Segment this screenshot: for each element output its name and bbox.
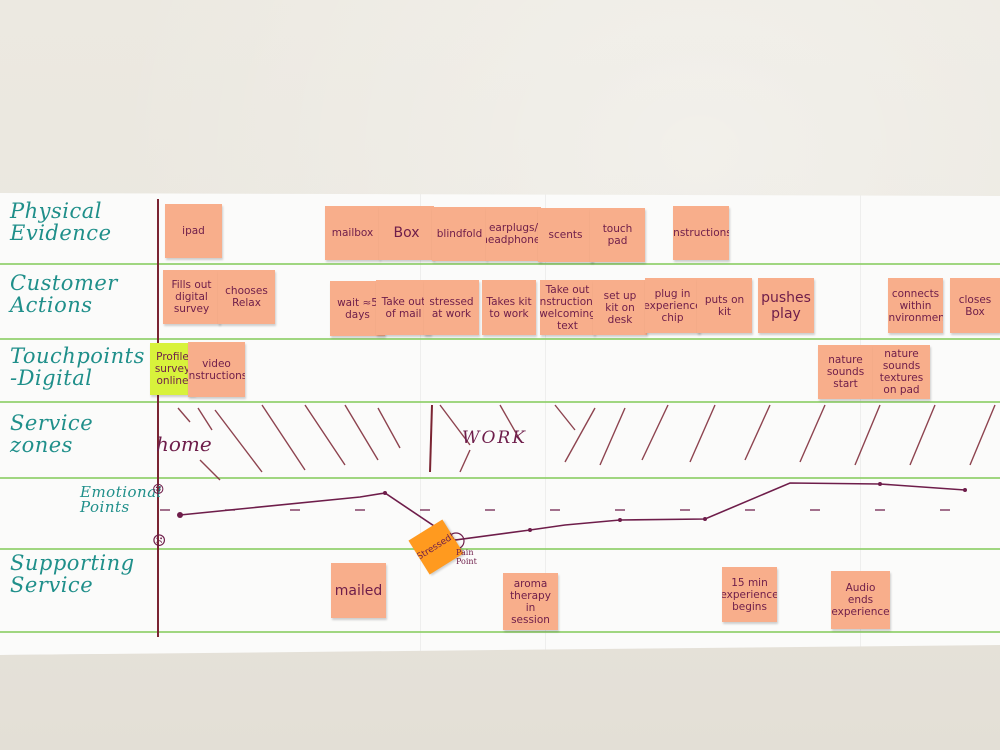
sticky-note-touchpoint: nature sounds textures on pad [873,345,930,399]
sticky-note-physical: mailbox [325,206,380,260]
sad-face-icon: ☹ [152,531,167,550]
sticky-note-physical: Box [379,206,434,260]
paper-seam [860,193,861,655]
sticky-note-supporting: Audio ends experience [831,571,890,629]
zone-label-work: WORK [462,428,527,448]
sticky-note-customer-action: closes Box [950,278,1000,333]
lane-divider-vertical [157,199,159,637]
sticky-note-customer-action: Take out of mail [376,280,431,335]
pain-point-label: Pain Point [456,548,477,566]
emotional-curve [179,482,966,541]
row-label-touchpoints-digital: Touchpoints-Digital [10,344,145,390]
happy-face-icon: ☺ [152,482,165,498]
row-divider [0,401,1000,403]
sticky-note-supporting: mailed [331,563,386,618]
sticky-note-physical: ipad [165,204,222,258]
sticky-note-customer-action: pushes play [758,278,814,333]
emotion-points [177,482,967,532]
sticky-note-customer-action: puts on kit [697,278,752,333]
sticky-note-customer-action: Fills out digital survey [163,270,220,324]
home-work-divider [429,404,433,473]
zone-hatch-marks [177,404,996,481]
sticky-note-physical: instructions [673,206,729,260]
sticky-note-physical: earplugs/ headphones [486,207,541,261]
row-divider [0,263,1000,265]
sticky-note-customer-action: set up kit on desk [593,280,647,335]
sticky-note-physical: blindfold [432,207,487,261]
paper-seam [545,193,546,655]
row-divider [0,477,1000,479]
sticky-note-physical: scents [538,208,593,262]
sticky-note-customer-action: stressed at work [424,280,479,335]
sticky-note-supporting: 15 min experience begins [722,567,777,622]
sticky-note-customer-action: wait ≈5 days [330,281,385,336]
sticky-note-touchpoint: nature sounds start [818,345,873,399]
sticky-note-customer-action: connects within environment [888,278,943,333]
sticky-note-customer-action: Takes kit to work [482,280,536,335]
row-divider [0,548,1000,550]
sticky-note-customer-action: chooses Relax [218,270,275,324]
zone-label-home: home [156,432,212,456]
sticky-note-supporting: aroma therapy in session [503,573,558,630]
sticky-note-touchpoint: Profile survey online [150,343,195,395]
row-divider [0,631,1000,633]
paper-seam [420,193,421,655]
sticky-note-touchpoint: video instructions [188,342,245,397]
sticky-note-customer-action: plug in experience chip [645,278,700,333]
sticky-note-physical: touch pad [590,208,645,262]
row-divider [0,338,1000,340]
sticky-note-customer-action: Take out instructions welcoming text [540,280,595,335]
